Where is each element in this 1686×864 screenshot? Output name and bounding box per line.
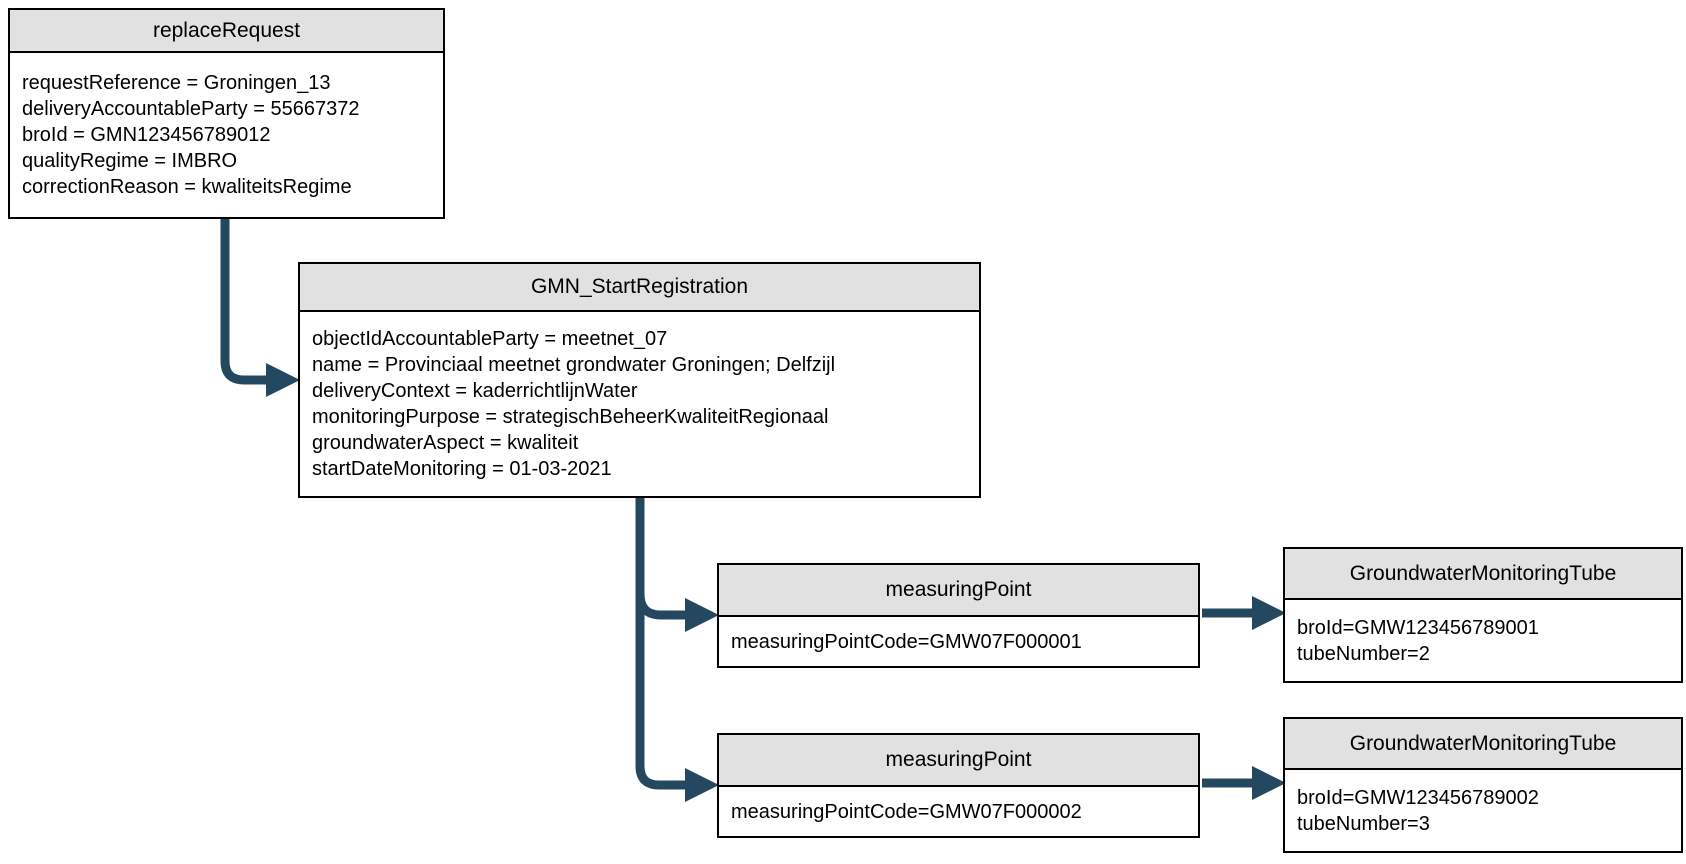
node-groundwater-monitoring-tube-2: GroundwaterMonitoringTube broId=GMW12345… [1283,717,1683,853]
attribute-line: measuringPointCode=GMW07F000002 [731,800,1082,823]
node-measuring-point-2-attributes: measuringPointCode=GMW07F000002 [719,787,1198,836]
node-measuring-point-2-title: measuringPoint [719,735,1198,787]
attribute-line: tubeNumber=3 [1297,812,1430,835]
attribute-line: deliveryContext = kaderrichtlijnWater [312,380,638,402]
node-groundwater-monitoring-tube-2-title: GroundwaterMonitoringTube [1285,719,1681,770]
connector-gmn-to-measuringpoint-2 [635,594,719,802]
attribute-line: broId=GMW123456789002 [1297,786,1539,809]
attribute-line: requestReference = Groningen_13 [22,72,331,94]
node-gmn-start-registration-title: GMN_StartRegistration [300,264,979,312]
connector-gmn-to-measuringpoint-1 [635,498,719,632]
attribute-line: measuringPointCode=GMW07F000001 [731,630,1082,653]
node-replace-request-title: replaceRequest [10,10,443,53]
connector-measuringpoint-2-to-tube-2 [1202,766,1286,800]
attribute-line: startDateMonitoring = 01-03-2021 [312,458,612,480]
attribute-line: broId=GMW123456789001 [1297,616,1539,639]
attribute-line: deliveryAccountableParty = 55667372 [22,98,360,120]
attribute-line: monitoringPurpose = strategischBeheerKwa… [312,406,829,428]
node-groundwater-monitoring-tube-1: GroundwaterMonitoringTube broId=GMW12345… [1283,547,1683,683]
node-replace-request: replaceRequest requestReference = Gronin… [8,8,445,219]
node-measuring-point-1-attributes: measuringPointCode=GMW07F000001 [719,617,1198,666]
node-groundwater-monitoring-tube-2-attributes: broId=GMW123456789002 tubeNumber=3 [1285,770,1681,851]
attribute-line: qualityRegime = IMBRO [22,150,238,172]
node-groundwater-monitoring-tube-1-attributes: broId=GMW123456789001 tubeNumber=2 [1285,600,1681,681]
node-measuring-point-1: measuringPoint measuringPointCode=GMW07F… [717,563,1200,668]
node-gmn-start-registration-attributes: objectIdAccountableParty = meetnet_07 na… [300,312,979,496]
attribute-line: objectIdAccountableParty = meetnet_07 [312,328,668,350]
attribute-line: groundwaterAspect = kwaliteit [312,432,579,454]
node-groundwater-monitoring-tube-1-title: GroundwaterMonitoringTube [1285,549,1681,600]
connector-replacerequest-to-gmn [220,219,300,397]
attribute-line: correctionReason = kwaliteitsRegime [22,176,352,198]
node-measuring-point-2: measuringPoint measuringPointCode=GMW07F… [717,733,1200,838]
node-replace-request-attributes: requestReference = Groningen_13 delivery… [10,53,443,217]
node-gmn-start-registration: GMN_StartRegistration objectIdAccountabl… [298,262,981,498]
attribute-line: tubeNumber=2 [1297,642,1430,665]
attribute-line: broId = GMN123456789012 [22,124,271,146]
node-measuring-point-1-title: measuringPoint [719,565,1198,617]
connector-measuringpoint-1-to-tube-1 [1202,596,1286,630]
attribute-line: name = Provinciaal meetnet grondwater Gr… [312,354,836,376]
